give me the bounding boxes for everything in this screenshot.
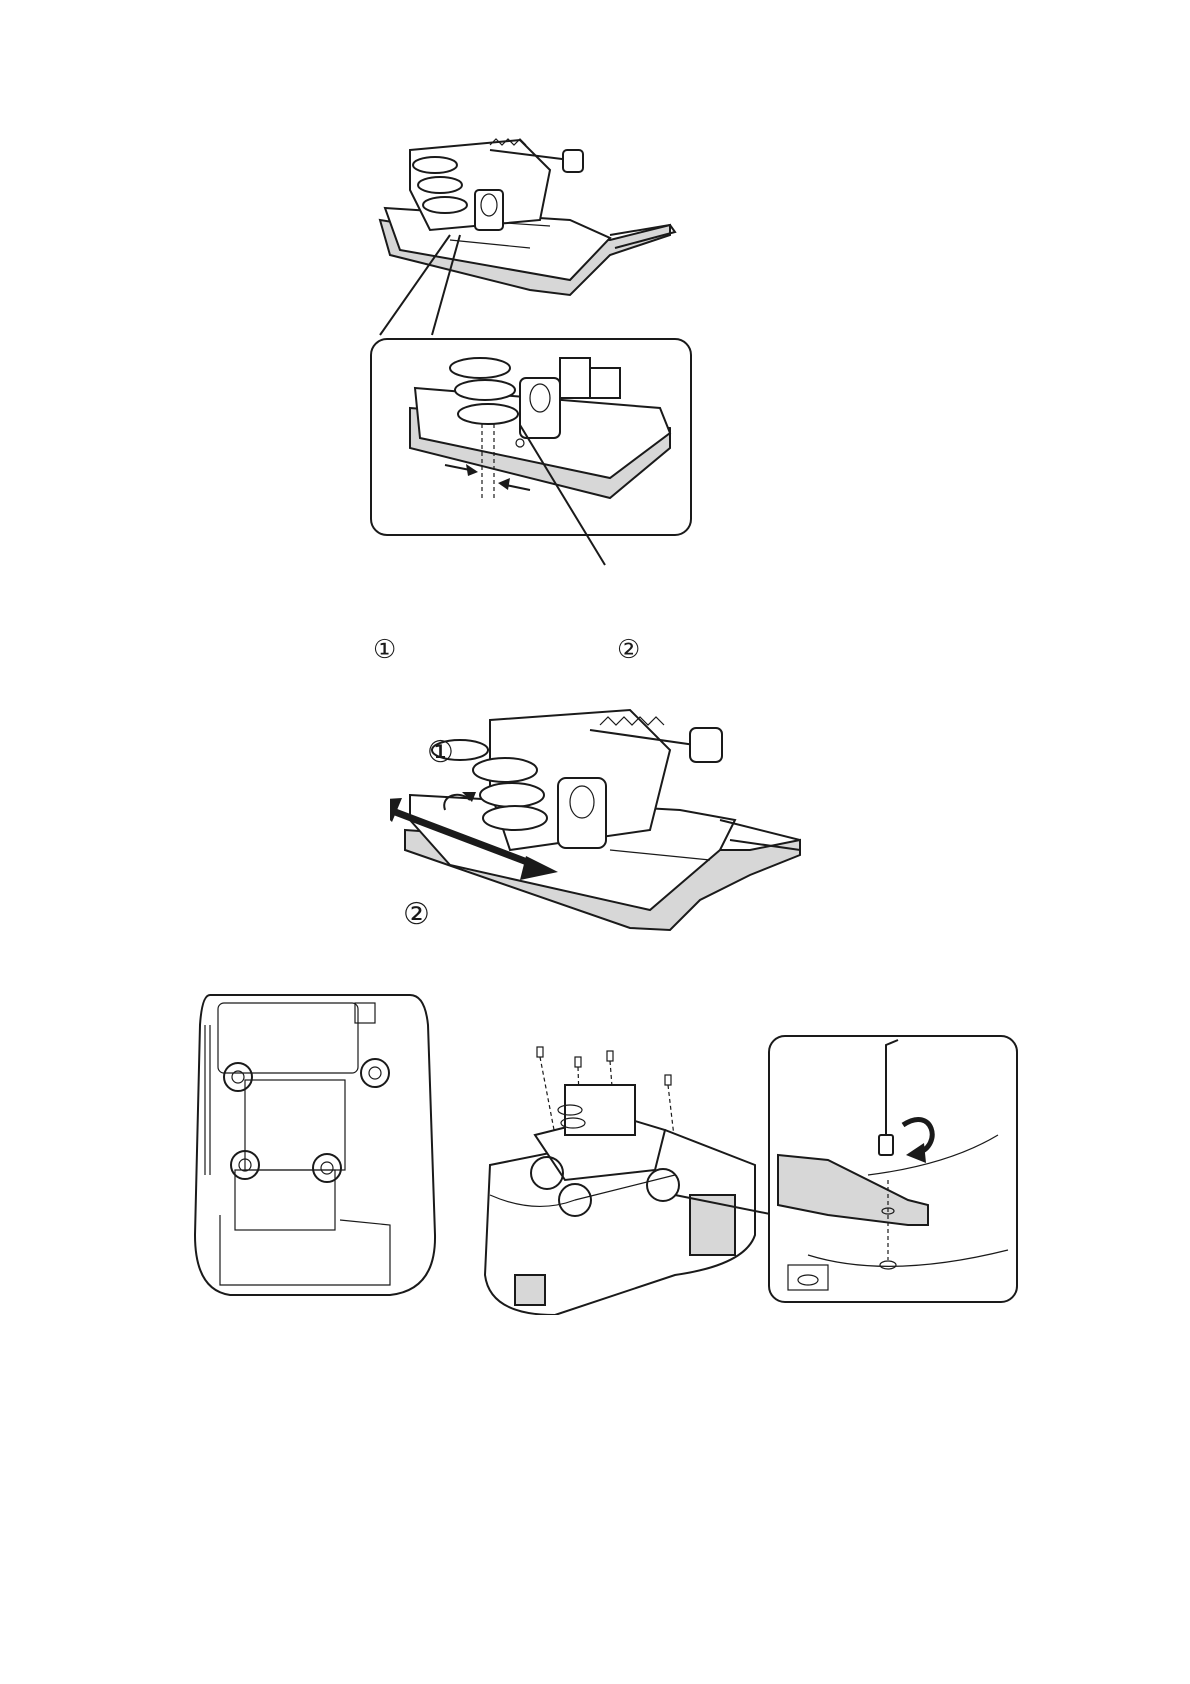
step-callout-1: ①	[373, 637, 396, 663]
figure-hex-key-detail	[768, 1035, 1018, 1305]
adjust-knob	[563, 150, 583, 172]
pointer-line	[510, 420, 630, 570]
callout-leader-lines	[340, 230, 540, 340]
adjust-knob-large	[690, 728, 722, 762]
projector-body-bottom	[195, 995, 435, 1295]
gear-top	[413, 157, 457, 173]
gear-middle	[418, 177, 462, 193]
figure-slide-adjustment	[390, 700, 820, 950]
marker-1: ①	[427, 738, 454, 768]
gear-large	[480, 783, 544, 807]
gear-bottom	[423, 197, 467, 213]
figure-projector-underside	[190, 985, 440, 1300]
figure-projector-mount-attach	[475, 1045, 775, 1315]
hex-screw	[879, 1135, 893, 1155]
marker-2: ②	[403, 900, 430, 930]
gear-detail	[458, 404, 518, 424]
step-callout-2: ②	[617, 637, 640, 663]
